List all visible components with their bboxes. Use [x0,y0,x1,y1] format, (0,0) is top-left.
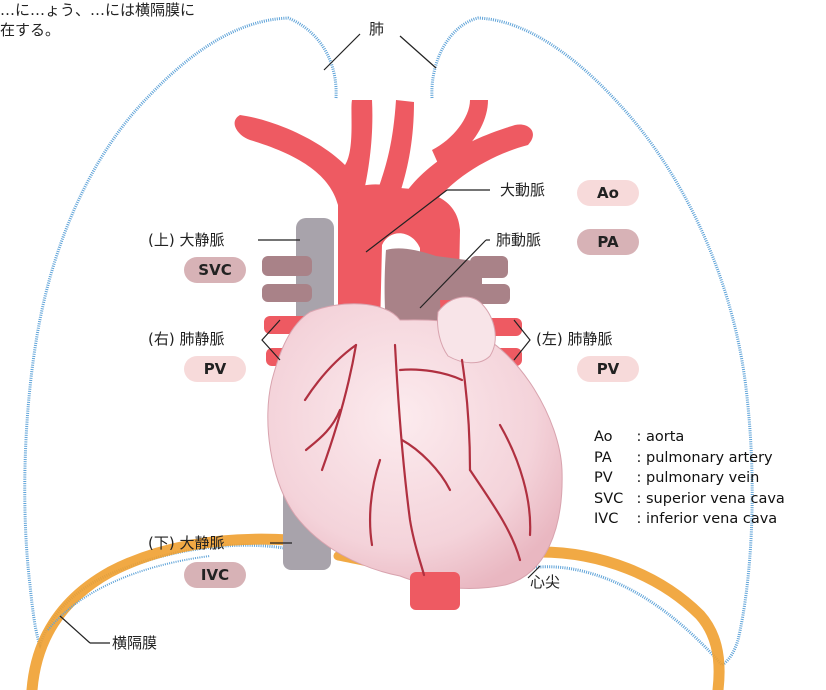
legend-desc: pulmonary artery [646,450,773,466]
legend-row: Ao:aorta [594,427,785,448]
intro-line: …に…ょう、…には横隔膜に [0,0,195,20]
diaphragm-left [32,539,290,690]
legend-colon: : [632,509,646,530]
ivc-label: (下) 大静脈 [148,534,224,552]
legend-abbr: PV [594,468,632,489]
aorta-label: 大動脈 [500,181,545,199]
abbreviation-legend: Ao:aorta PA:pulmonary artery PV:pulmonar… [594,427,785,530]
legend-colon: : [632,468,646,489]
pv-right-label: (右) 肺静脈 [148,330,224,348]
ao-badge: Ao [577,180,639,206]
legend-abbr: SVC [594,489,632,510]
legend-colon: : [632,489,646,510]
intro-line: 在する。 [0,20,195,40]
legend-colon: : [632,448,646,469]
legend-abbr: PA [594,448,632,469]
legend-row: SVC:superior vena cava [594,489,785,510]
descending-aorta [410,572,460,610]
diaphragm-label: 横隔膜 [112,634,157,652]
legend-abbr: IVC [594,509,632,530]
pulmonary-artery-label: 肺動脈 [496,231,541,249]
legend-desc: aorta [646,429,684,445]
svc-label: (上) 大静脈 [148,231,224,249]
legend-abbr: Ao [594,427,632,448]
pv-left-label: (左) 肺静脈 [536,330,612,348]
diaphragm-right [540,552,719,690]
legend-desc: superior vena cava [646,491,785,507]
legend-desc: pulmonary vein [646,470,759,486]
apex-label: 心尖 [530,573,560,591]
legend-desc: inferior vena cava [646,511,777,527]
legend-row: PA:pulmonary artery [594,448,785,469]
legend-row: IVC:inferior vena cava [594,509,785,530]
pa-badge: PA [577,229,639,255]
lung-label: 肺 [369,20,384,38]
left-auricle [437,297,495,363]
pv-right-badge: PV [184,356,246,382]
svc-badge: SVC [184,257,246,283]
ivc-badge: IVC [184,562,246,588]
legend-colon: : [632,427,646,448]
legend-row: PV:pulmonary vein [594,468,785,489]
intro-text: …に…ょう、…には横隔膜に 在する。 [0,0,195,40]
pv-left-badge: PV [577,356,639,382]
